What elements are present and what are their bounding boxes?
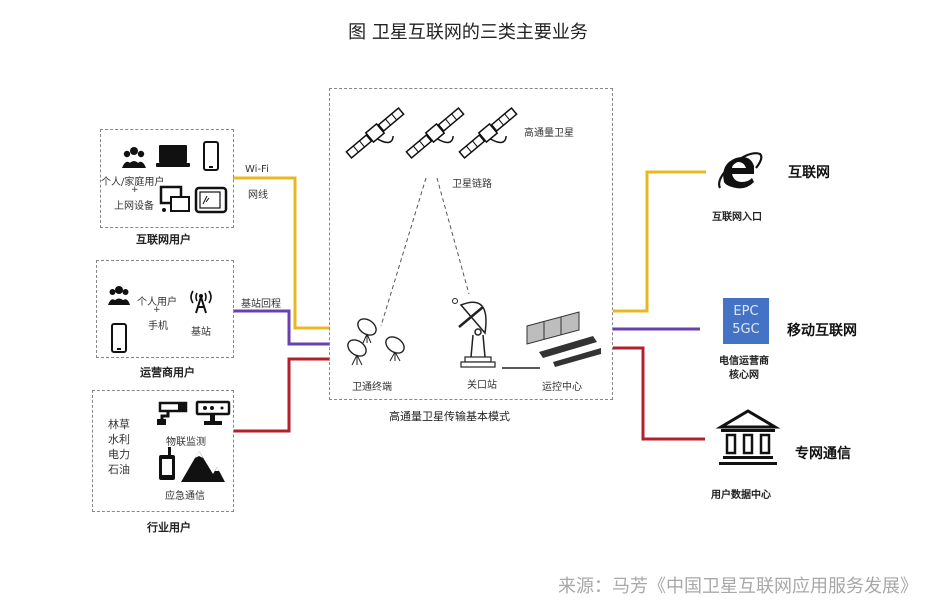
satellite-3 [458, 107, 518, 159]
industry-users-box [92, 390, 234, 512]
private-network-main-label: 专网通信 [795, 446, 851, 462]
sector-item: 电力 [108, 448, 130, 461]
center-box-caption: 高通量卫星传输基本模式 [389, 410, 510, 423]
backhaul-label: 基站回程 [241, 299, 281, 310]
internet-users-box-label: 互联网用户 [136, 233, 191, 246]
satcom-terminal-label: 卫通终端 [352, 382, 392, 393]
smartphone-icon [111, 323, 127, 353]
operator-users-box-label: 运营商用户 [140, 366, 195, 379]
internet-link-right [613, 170, 706, 313]
5gc-label: 5GC [732, 322, 760, 337]
satellite-beam-terminal [380, 177, 427, 327]
satellite-2 [405, 107, 465, 159]
satellite-icon [345, 107, 518, 159]
internet-entry-label: 互联网入口 [712, 212, 762, 223]
control-center-icon [526, 311, 601, 367]
gateway-antenna-icon [452, 298, 496, 368]
internet-users-label-2: 上网设备 [114, 201, 154, 212]
laptop-icon [156, 145, 190, 167]
internet-link-left [233, 176, 330, 330]
internet-main-label: 互联网 [788, 165, 830, 181]
operator-link-left [233, 309, 330, 346]
internet-users-box [100, 129, 234, 228]
tablet-icon [194, 186, 228, 214]
dish-2 [347, 339, 367, 366]
sector-item: 水利 [108, 433, 130, 446]
sector-item: 石油 [108, 463, 130, 476]
dish-3 [385, 336, 405, 362]
telecom-operator-label: 电信运营商 [719, 356, 769, 367]
satellite-1 [345, 107, 405, 159]
smartphone-icon [203, 141, 219, 171]
epc-label: EPC [733, 304, 759, 319]
internet-users-label-1: 个人/家庭用户 [101, 177, 165, 188]
operator-users-plus: + [153, 305, 161, 315]
operator-users-box [96, 260, 234, 358]
industry-link-left [234, 357, 330, 433]
dish-1 [357, 318, 377, 344]
walkie-talkie-icon [159, 447, 175, 480]
private-link-right [613, 346, 705, 441]
operator-users-label-1: 个人用户 [137, 297, 177, 308]
wifi-label: Wi-Fi [245, 164, 269, 175]
cell-tower-icon [190, 290, 212, 314]
core-network-label: 核心网 [729, 370, 759, 381]
sector-item: 林草 [108, 418, 130, 431]
operator-users-label-2: 手机 [148, 321, 168, 332]
internet-explorer-icon [718, 152, 763, 189]
epc-5gc-core-box: EPC 5GC [723, 298, 769, 344]
mobile-internet-main-label: 移动互联网 [787, 323, 857, 339]
industry-sectors-list: 林草 水利 电力 石油 [108, 417, 130, 477]
emergency-comm-label: 应急通信 [165, 491, 205, 502]
industry-users-box-label: 行业用户 [147, 521, 191, 534]
sensor-icon [195, 400, 231, 425]
bank-building-icon [715, 409, 781, 465]
hts-satellite-label: 高通量卫星 [524, 128, 574, 139]
people-icon [122, 147, 146, 168]
desktop-icon [159, 185, 190, 212]
satellite-beam-gateway [436, 177, 470, 295]
cable-label: 网线 [248, 190, 268, 201]
iot-monitoring-label: 物联监测 [166, 437, 206, 448]
figure-title: 图 卫星互联网的三类主要业务 [348, 22, 588, 43]
people-icon [108, 286, 130, 305]
cctv-camera-icon [157, 401, 188, 425]
gateway-station-label: 关口站 [467, 380, 497, 391]
mountain-icon [181, 451, 225, 482]
operation-control-center-label: 运控中心 [542, 382, 582, 393]
satellite-transmission-box [329, 88, 613, 400]
base-station-label: 基站 [191, 327, 211, 338]
source-citation: 来源：马芳《中国卫星互联网应用服务发展》 [558, 576, 918, 597]
internet-users-plus: + [131, 185, 139, 195]
satellite-dish-terminal-icon [347, 318, 405, 366]
satellite-link-label: 卫星链路 [452, 179, 492, 190]
user-data-center-label: 用户数据中心 [711, 490, 771, 501]
